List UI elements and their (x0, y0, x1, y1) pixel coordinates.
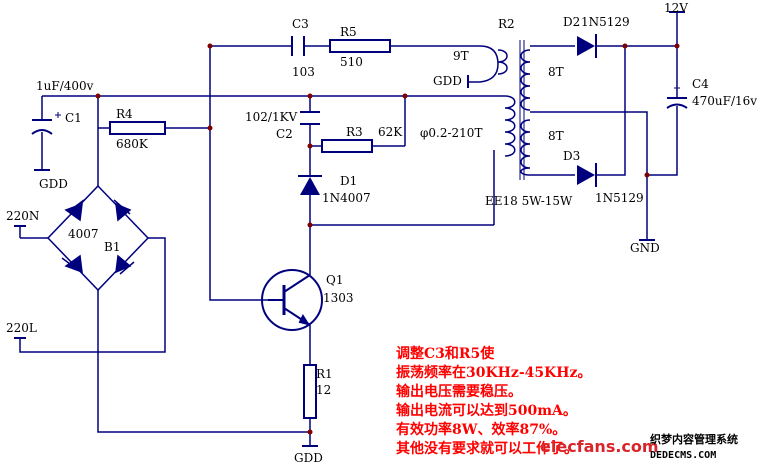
diode-d3 (577, 163, 597, 187)
label-d1: D1 (340, 174, 357, 188)
label-r1: R1 (316, 367, 333, 381)
label-core: EE18 5W-15W (485, 194, 573, 208)
label-gdd-bottom: GDD (294, 451, 323, 465)
capacitor-c2 (300, 111, 320, 125)
label-c2-rating: 102/1KV (245, 110, 298, 124)
label-q1-value: 1303 (323, 291, 354, 305)
note-line-2: 振荡频率在30KHz-45KHz。 (396, 364, 591, 381)
label-d3-value: 1N5129 (595, 191, 644, 205)
label-r5-value: 510 (340, 55, 363, 69)
label-c1-rating: 1uF/400v (36, 79, 94, 93)
watermark: elecfans.com 织梦内容管理系统 DEDECMS.COM (540, 432, 738, 461)
label-c3: C3 (292, 17, 309, 31)
label-c4-value: 470uF/16v (692, 94, 757, 108)
note-line-1: 调整C3和R5使 (396, 345, 495, 362)
junctions (95, 43, 680, 435)
label-8t-upper: 8T (548, 65, 564, 79)
resistor-r5 (329, 39, 391, 53)
watermark-elecfans-logo: elecfans.com (540, 437, 659, 456)
label-r2: R2 (498, 17, 515, 31)
label-gdd-top: GDD (433, 74, 462, 88)
resistor-r3 (321, 139, 373, 153)
note-line-3: 输出电压需要稳压。 (396, 383, 522, 400)
label-gdd-left: GDD (39, 177, 68, 191)
bridge-diodes (61, 199, 135, 275)
label-9t: 9T (453, 49, 469, 63)
transistor-q1 (261, 269, 323, 331)
label-r4-value: 680K (116, 137, 149, 151)
label-d2-value: 1N5129 (581, 15, 630, 29)
label-d2: D2 (563, 15, 580, 29)
label-bridge-diode: 4007 (68, 227, 99, 241)
label-r5: R5 (340, 25, 357, 39)
label-r3: R3 (346, 125, 363, 139)
capacitor-c3 (291, 36, 305, 56)
design-notes: 调整C3和R5使 振荡频率在30KHz-45KHz。 输出电压需要稳压。 输出电… (396, 345, 591, 457)
note-line-5: 有效功率8W、效率87%。 (396, 421, 566, 438)
wires (19, 12, 678, 446)
label-r1-value: 12 (316, 383, 331, 397)
label-d1-value: 1N4007 (322, 191, 371, 205)
label-q1: Q1 (326, 273, 343, 287)
label-220n: 220N (6, 209, 39, 223)
label-r3-value: 62K (378, 125, 403, 139)
note-line-4: 输出电流可以达到500mA。 (396, 402, 577, 419)
ground-symbols (14, 11, 685, 447)
resistor-r1 (303, 364, 317, 419)
watermark-brand: 织梦内容管理系统 (650, 432, 738, 446)
label-8t-lower: 8T (548, 129, 564, 143)
label-b1: B1 (104, 240, 120, 254)
label-c1: C1 (65, 111, 82, 125)
diode-d2 (577, 34, 597, 58)
capacitor-c4 (666, 85, 688, 109)
label-d3: D3 (563, 149, 580, 163)
label-c3-value: 103 (292, 65, 315, 79)
label-gnd: GND (630, 241, 660, 255)
capacitor-c1 (31, 112, 61, 135)
label-c4: C4 (692, 77, 709, 91)
label-c2: C2 (276, 127, 293, 141)
note-line-6: 其他没有要求就可以工作了。 (396, 440, 578, 457)
label-220l: 220L (6, 321, 37, 335)
component-labels: C3 103 R5 510 R2 9T GDD D2 1N5129 12V C4… (6, 1, 757, 465)
label-r4: R4 (116, 107, 133, 121)
label-12v: 12V (664, 1, 688, 15)
label-winding-spec: φ0.2-210T (420, 126, 482, 140)
resistor-r4 (109, 121, 166, 135)
watermark-domain: DEDECMS.COM (650, 450, 716, 461)
transformer-r2 (497, 40, 531, 180)
diode-d1 (298, 175, 322, 195)
